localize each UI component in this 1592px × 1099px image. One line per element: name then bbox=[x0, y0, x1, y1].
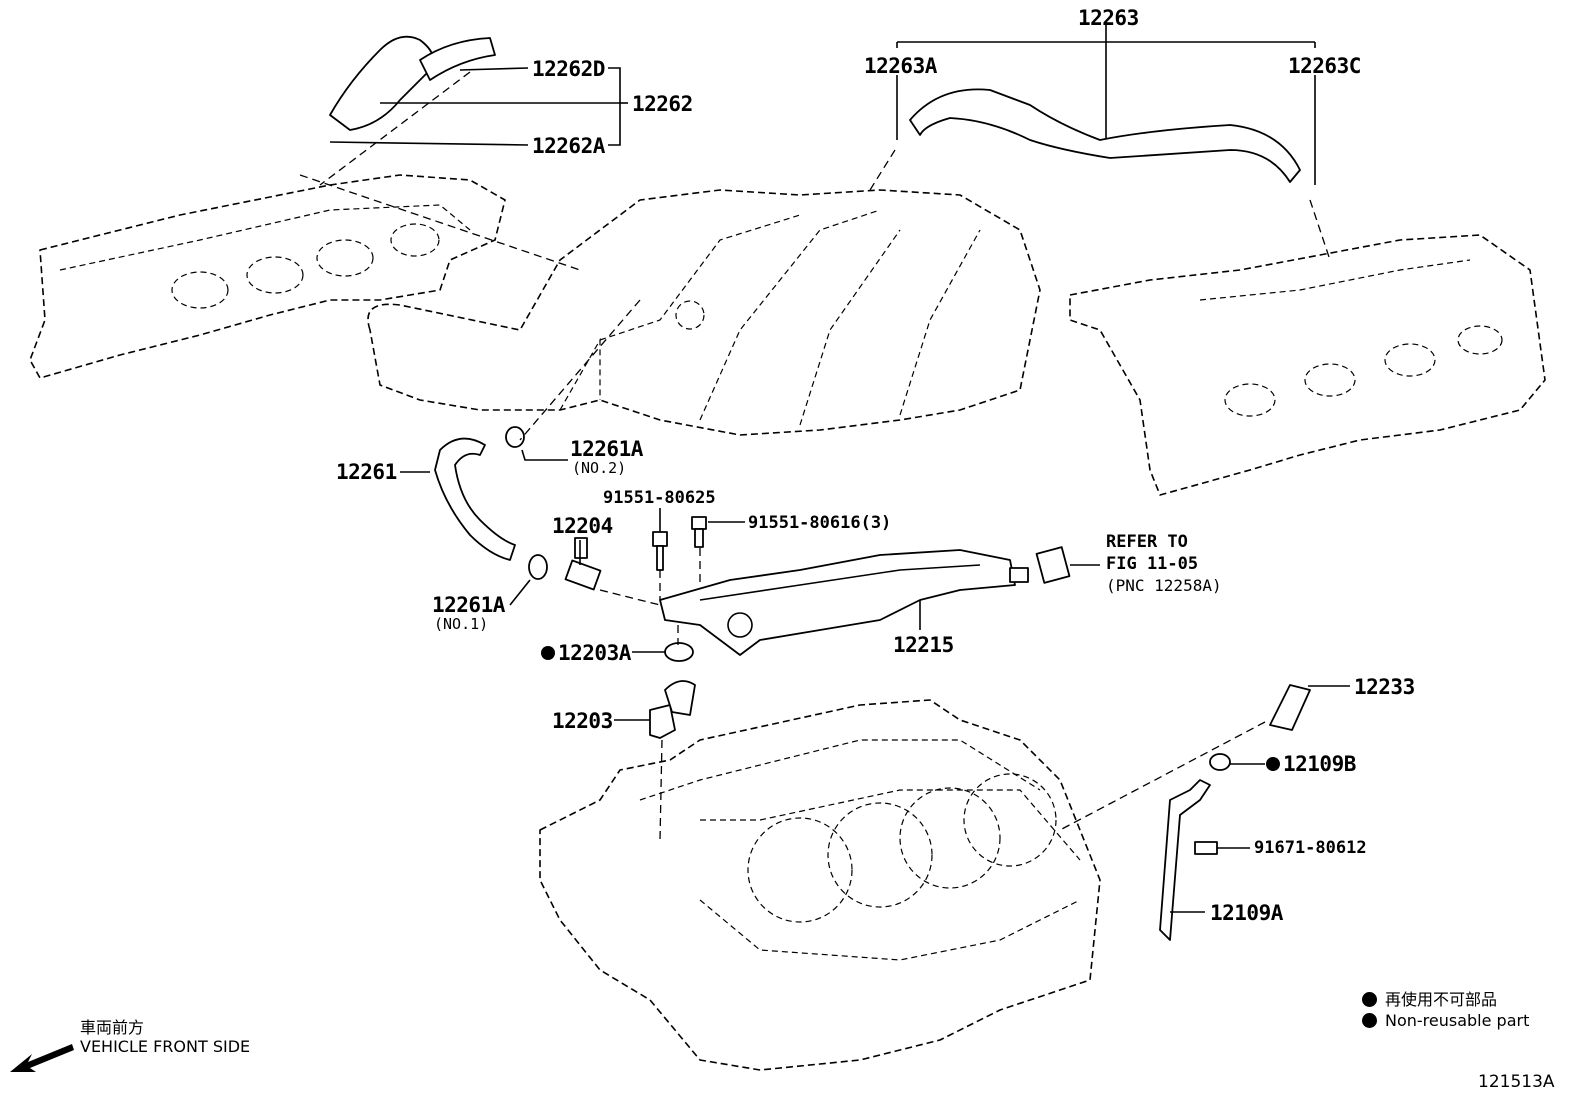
non-reusable-dot-icon bbox=[541, 646, 555, 660]
hose-12263 bbox=[909, 88, 1301, 183]
legend-jp: 再使用不可部品 bbox=[1362, 986, 1497, 1010]
label-12263: 12263 bbox=[1078, 6, 1139, 30]
hose-12261 bbox=[434, 426, 548, 580]
label-12261: 12261 bbox=[336, 460, 397, 484]
ventilation-case bbox=[659, 549, 1029, 656]
assembly-lines bbox=[299, 71, 1331, 841]
label-12262A: 12262A bbox=[532, 134, 605, 158]
label-12261A-no1-note: (NO.1) bbox=[434, 615, 489, 633]
fitting-12203 bbox=[649, 680, 696, 739]
direction-en: VEHICLE FRONT SIDE bbox=[80, 1037, 251, 1056]
bolts-91551 bbox=[652, 516, 707, 571]
label-12262D: 12262D bbox=[532, 57, 605, 81]
label-12263A: 12263A bbox=[864, 54, 937, 78]
right-head-cover bbox=[1069, 234, 1546, 496]
non-reusable-dot-icon bbox=[1266, 757, 1280, 771]
legend-en-text: Non-reusable part bbox=[1385, 1011, 1530, 1030]
engine-block bbox=[539, 699, 1101, 1071]
hose-12262 bbox=[329, 35, 496, 131]
legend-en: Non-reusable part bbox=[1362, 1011, 1529, 1030]
label-91671-80612: 91671-80612 bbox=[1254, 838, 1367, 858]
label-refer-line2: FIG 11-05 bbox=[1106, 554, 1199, 574]
left-head-cover bbox=[29, 174, 506, 379]
label-12203A-text: 12203A bbox=[558, 641, 631, 665]
label-12203: 12203 bbox=[552, 709, 613, 733]
grommet-12258A bbox=[1035, 546, 1071, 584]
label-12109A: 12109A bbox=[1210, 901, 1283, 925]
label-12109B-text: 12109B bbox=[1283, 752, 1356, 776]
figure-id: 121513A bbox=[1478, 1072, 1555, 1092]
direction-jp: 車両前方 bbox=[80, 1018, 145, 1037]
non-reusable-dot-icon bbox=[1362, 1013, 1377, 1028]
label-12261A-no2: 12261A bbox=[570, 437, 643, 461]
label-12262: 12262 bbox=[632, 92, 693, 116]
label-12261A-no1: 12261A bbox=[432, 593, 505, 617]
label-91551-80625: 91551-80625 bbox=[603, 488, 716, 508]
label-12233: 12233 bbox=[1354, 675, 1415, 699]
leader-lines bbox=[329, 25, 1350, 913]
label-12263C: 12263C bbox=[1288, 54, 1361, 78]
label-12215: 12215 bbox=[893, 633, 954, 657]
pcv-valve-12204 bbox=[564, 537, 602, 591]
label-12204: 12204 bbox=[552, 514, 613, 538]
front-arrow-icon bbox=[10, 1044, 74, 1072]
label-91551-80616: 91551-80616(3) bbox=[748, 513, 892, 533]
label-refer-line3: (PNC 12258A) bbox=[1106, 576, 1222, 595]
label-12109B: 12109B bbox=[1266, 752, 1356, 776]
label-refer-line1: REFER TO bbox=[1106, 532, 1188, 552]
dipstick-guide bbox=[1159, 684, 1311, 941]
label-12203A: 12203A bbox=[541, 641, 631, 665]
legend-jp-text: 再使用不可部品 bbox=[1385, 990, 1498, 1009]
non-reusable-dot-icon bbox=[1362, 992, 1377, 1007]
gasket-12203A bbox=[664, 642, 694, 662]
intake-manifold bbox=[367, 189, 1041, 436]
label-12261A-no2-note: (NO.2) bbox=[572, 459, 627, 477]
